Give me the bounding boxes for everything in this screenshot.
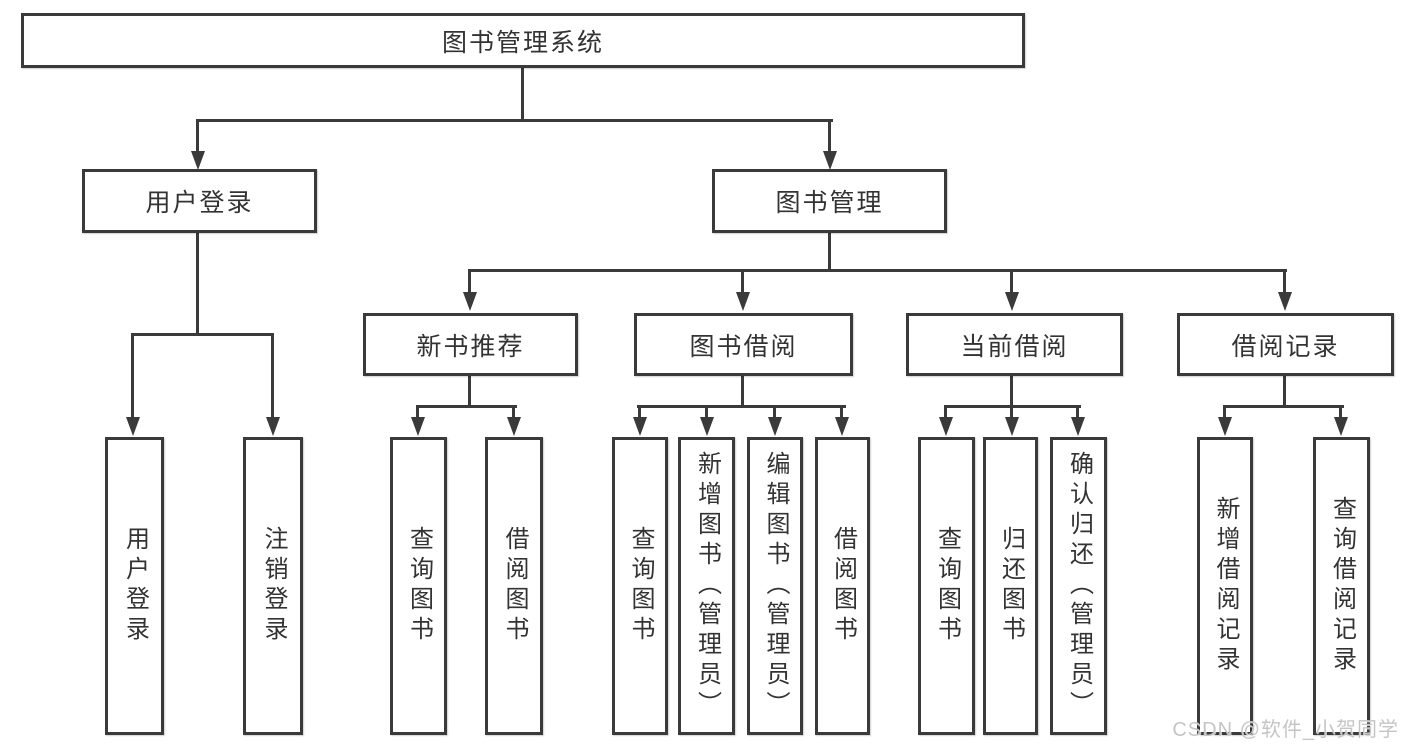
leaf-label: 新增图书（管理员） — [693, 451, 721, 721]
node-label: 图书管理系统 — [441, 28, 604, 57]
leaf-borrow-books-recommend: 借阅图书 — [485, 437, 543, 735]
arrow-down-icon — [1071, 417, 1085, 436]
arrow-down-icon — [1005, 417, 1019, 436]
connector-line — [468, 376, 471, 408]
connector-line — [840, 405, 843, 419]
connector-line — [637, 405, 846, 408]
connector-line — [1076, 405, 1079, 419]
arrow-down-icon — [191, 151, 205, 170]
connector-line — [1283, 269, 1286, 293]
arrow-down-icon — [835, 417, 849, 436]
connector-line — [828, 119, 831, 153]
connector-line — [773, 405, 776, 419]
connector-line — [521, 68, 524, 122]
node-new-book-recommend: 新书推荐 — [363, 313, 578, 376]
node-label: 当前借阅 — [960, 332, 1069, 361]
arrow-down-icon — [411, 417, 425, 436]
connector-line — [468, 269, 1287, 272]
arrow-down-icon — [1334, 417, 1348, 436]
connector-line — [1223, 405, 1344, 408]
connector-line — [1010, 376, 1013, 408]
leaf-label: 查询图书 — [627, 526, 654, 646]
connector-line — [944, 405, 947, 419]
arrow-down-icon — [633, 417, 647, 436]
connector-line — [196, 119, 199, 153]
connector-line — [416, 405, 517, 408]
leaf-edit-books-admin: 编辑图书（管理员） — [747, 437, 803, 735]
arrow-down-icon — [736, 292, 750, 311]
node-label: 图书借阅 — [689, 332, 798, 361]
node-book-management: 图书管理 — [712, 169, 947, 233]
connector-line — [131, 333, 134, 419]
connector-line — [828, 233, 831, 272]
node-user-login: 用户登录 — [82, 169, 317, 233]
connector-line — [1010, 405, 1013, 419]
node-library-system: 图书管理系统 — [21, 13, 1025, 68]
leaf-add-books-admin: 新增图书（管理员） — [678, 437, 735, 735]
leaf-label: 确认归还（管理员） — [1065, 451, 1093, 721]
arrow-down-icon — [823, 151, 837, 170]
leaf-borrow-books: 借阅图书 — [815, 437, 870, 735]
leaf-label: 新增借阅记录 — [1212, 496, 1239, 676]
arrow-down-icon — [1005, 292, 1019, 311]
arrow-down-icon — [768, 417, 782, 436]
node-book-borrowing: 图书借阅 — [634, 313, 853, 376]
connector-line — [741, 376, 744, 408]
connector-line — [416, 405, 419, 419]
leaf-query-books-borrowing: 查询图书 — [612, 437, 668, 735]
leaf-query-books-current: 查询图书 — [918, 437, 975, 735]
connector-line — [1339, 405, 1342, 419]
leaf-query-borrow-record: 查询借阅记录 — [1313, 437, 1370, 735]
node-current-borrowing: 当前借阅 — [906, 313, 1123, 376]
connector-line — [705, 405, 708, 419]
leaf-label: 查询图书 — [933, 526, 961, 646]
leaf-query-books-recommend: 查询图书 — [390, 437, 447, 735]
connector-line — [131, 333, 274, 336]
leaf-return-books: 归还图书 — [983, 437, 1038, 735]
leaf-label: 借阅图书 — [501, 526, 528, 646]
connector-line — [468, 269, 471, 293]
leaf-label: 查询图书 — [405, 526, 433, 646]
watermark-text: CSDN @软件_小贺同学 — [1172, 719, 1399, 741]
leaf-add-borrow-record: 新增借阅记录 — [1197, 437, 1253, 735]
leaf-label: 借阅图书 — [829, 526, 857, 646]
arrow-down-icon — [1218, 417, 1232, 436]
leaf-logout: 注销登录 — [243, 437, 303, 735]
leaf-label: 注销登录 — [260, 526, 287, 646]
leaf-label: 归还图书 — [997, 526, 1025, 646]
arrow-down-icon — [939, 417, 953, 436]
arrow-down-icon — [126, 417, 140, 436]
node-label: 借阅记录 — [1231, 332, 1340, 361]
leaf-user-login: 用户登录 — [105, 437, 164, 735]
connector-line — [512, 405, 515, 419]
arrow-down-icon — [266, 417, 280, 436]
connector-line — [1283, 376, 1286, 408]
leaf-label: 用户登录 — [121, 526, 149, 646]
arrow-down-icon — [463, 292, 477, 311]
arrow-down-icon — [507, 417, 521, 436]
connector-line — [196, 119, 833, 122]
connector-line — [1223, 405, 1226, 419]
connector-line — [638, 405, 641, 419]
arrow-down-icon — [1278, 292, 1292, 311]
connector-line — [1010, 269, 1013, 293]
arrow-down-icon — [700, 417, 714, 436]
node-label: 图书管理 — [775, 189, 884, 217]
leaf-confirm-return-admin: 确认归还（管理员） — [1050, 437, 1107, 735]
node-borrow-records: 借阅记录 — [1177, 313, 1394, 376]
node-label: 用户登录 — [145, 189, 254, 217]
leaf-label: 查询借阅记录 — [1328, 496, 1356, 676]
node-label: 新书推荐 — [416, 332, 525, 361]
connector-line — [271, 333, 274, 419]
connector-line — [196, 233, 199, 336]
connector-line — [741, 269, 744, 293]
leaf-label: 编辑图书（管理员） — [762, 451, 789, 721]
